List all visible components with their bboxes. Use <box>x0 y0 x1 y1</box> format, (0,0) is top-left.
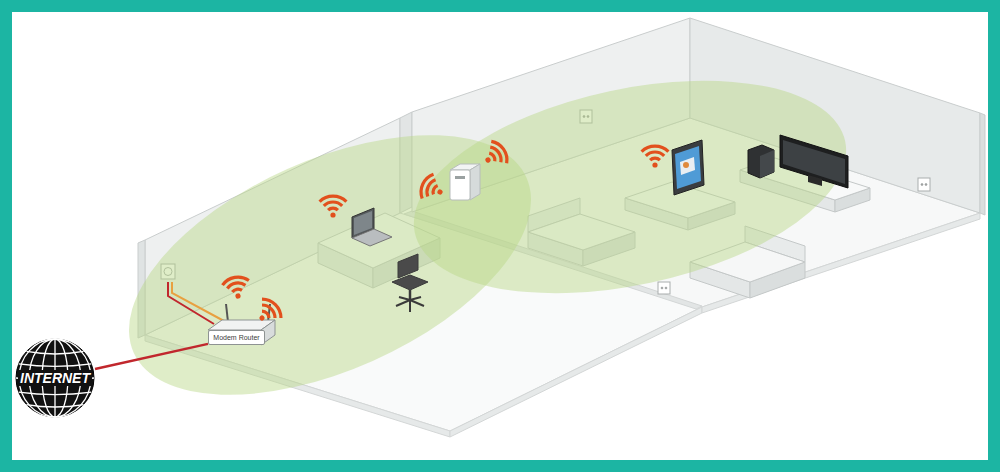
wifi-signals <box>222 138 669 329</box>
node-label: Modem Router <box>213 333 259 342</box>
wifi-extender <box>455 176 465 179</box>
office-chair <box>410 297 421 300</box>
wifi-extender <box>450 170 470 200</box>
office-chair <box>396 300 410 306</box>
tablet <box>683 162 689 168</box>
wall-outlets <box>665 287 667 289</box>
game-console <box>748 145 774 178</box>
wifi-signals <box>642 146 669 168</box>
game-console <box>748 145 774 178</box>
router-cables <box>172 282 224 321</box>
office-chair <box>410 300 424 306</box>
internet-cable <box>95 344 208 369</box>
modem-router-body <box>226 304 228 322</box>
tablet <box>680 157 695 175</box>
office-chair <box>398 254 418 278</box>
tablet <box>672 140 704 195</box>
game-console <box>760 150 774 178</box>
office-chair <box>392 254 428 312</box>
teal-frame <box>6 6 994 466</box>
internet-globe: INTERNET <box>15 338 95 418</box>
connectors <box>95 344 208 369</box>
wifi-signals <box>478 138 511 172</box>
modem-router-box: Modem Router <box>208 330 265 345</box>
television <box>808 175 822 186</box>
office-chair <box>409 300 411 312</box>
wifi-signals <box>222 275 252 301</box>
office-chair <box>409 290 412 300</box>
coverage-area <box>394 45 865 328</box>
floors <box>450 307 702 437</box>
laptop <box>352 229 392 246</box>
wifi-signals <box>417 172 448 205</box>
television <box>780 135 848 188</box>
television <box>780 135 848 188</box>
tablet <box>675 146 701 189</box>
wall-outlets <box>661 287 663 289</box>
wifi-signals <box>251 295 285 329</box>
walls <box>980 113 985 215</box>
wall-outlets <box>658 282 670 294</box>
coverage-area <box>91 45 866 448</box>
wifi-extender <box>450 164 480 200</box>
tablet <box>672 140 704 195</box>
router-cables <box>168 282 224 324</box>
wifi-signals <box>320 196 347 218</box>
node-label: INTERNET <box>18 370 92 386</box>
wall-outlets <box>918 178 930 191</box>
office-chair <box>392 275 428 290</box>
wifi-extender <box>470 164 480 200</box>
wall-outlets <box>921 184 923 186</box>
wall-outlets <box>925 184 927 186</box>
office-chair <box>399 297 410 300</box>
laptop <box>352 208 392 246</box>
